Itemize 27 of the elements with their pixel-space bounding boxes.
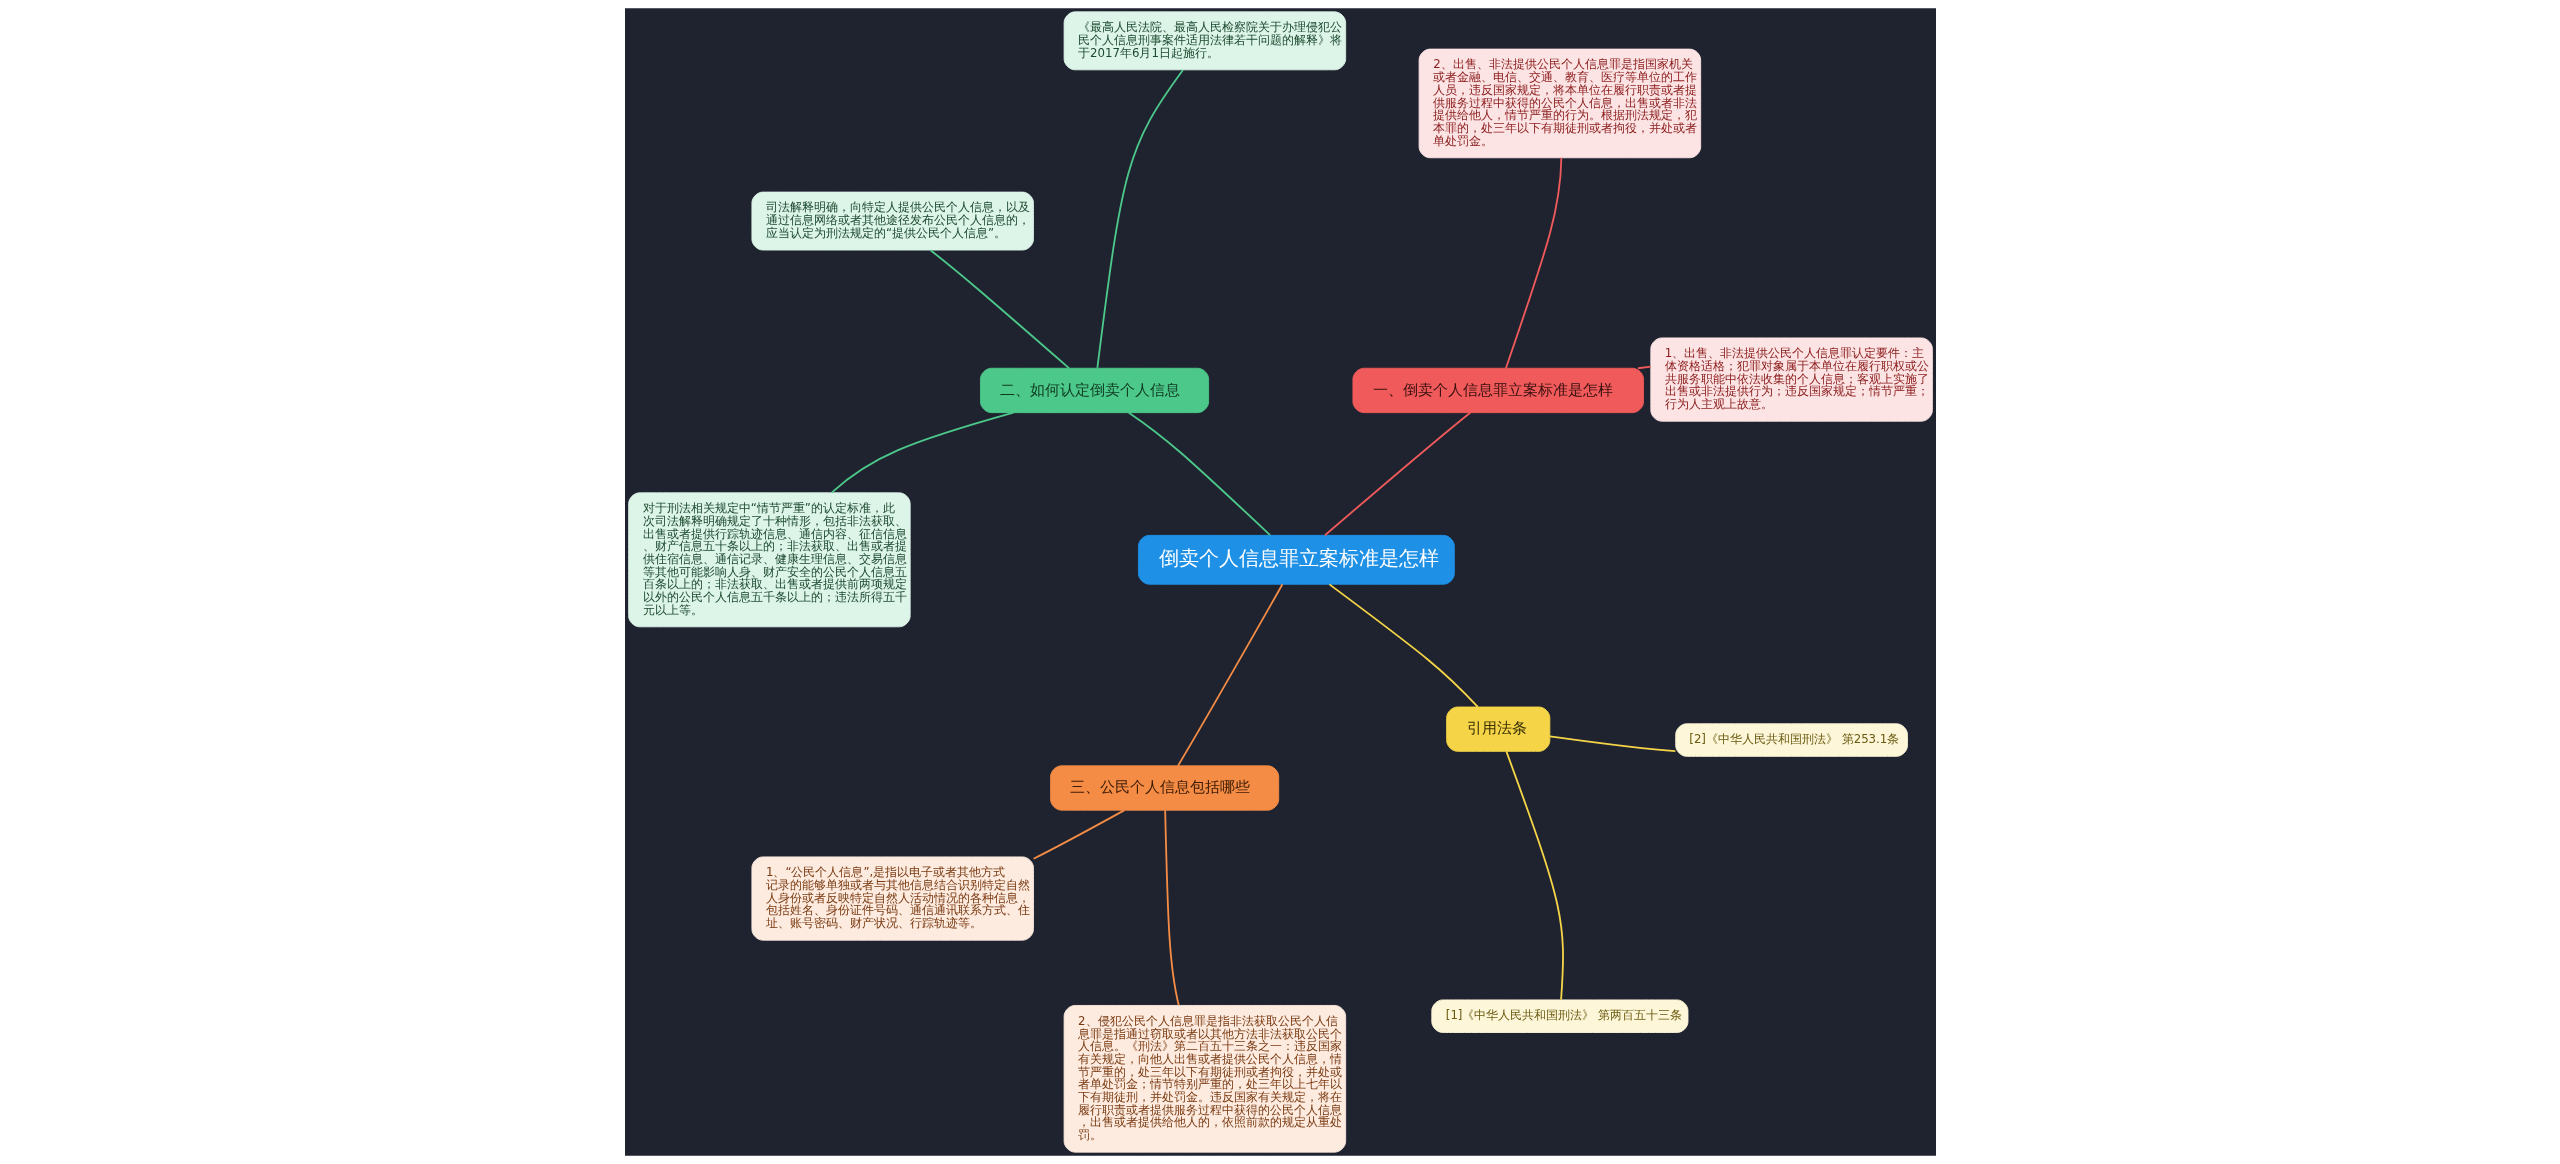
connector: [1127, 411, 1271, 536]
connector: [1504, 750, 1564, 1001]
connector: [1095, 69, 1184, 369]
node-box: 2、出售、非法提供公民个人信息罪是指国家机关或者金融、电信、交通、教育、医疗等单位的工作人员，违反国家规定，将本单位在履行职责或者提供服务过程中获得的公民个人信息，出售或者非法提供给他人，情节严重的行为。根据刑法规定，犯本罪的，处三年以下有期徒刑或者拘役，并处或者单处罚金。: [1418, 48, 1701, 159]
node-box: 1、出售、非法提供公民个人信息罪认定要件：主体资格适格；犯罪对象属于本单位在履行职权或公共服务职能中依法收集的个人信息；客观上实施了出售或非法提供行为；违反国家规定；情节严重；行为人主观上故意。: [1649, 337, 1933, 422]
connector: [1323, 411, 1471, 537]
node-box: 司法解释明确，向特定人提供公民个人信息，以及通过信息网络或者其他途径发布公民个人信息的，应当认定为刑法规定的“提供公民个人信息”。: [750, 191, 1034, 251]
node-box: 三、公民个人信息包括哪些: [1049, 765, 1279, 811]
node-box: 引用法条: [1445, 706, 1550, 752]
node-box: 2、侵犯公民个人信息罪是指非法获取公民个人信息罪是指通过窃取或者以其他方法非法获取公民个人信息。《刑法》第二百五十三条之一：违反国家有关规定，向他人出售或者提供公民个人信息，情节严重的，处三年以下有期徒刑或者拘役，并处或者单处罚金；情节特别严重的，处三年以上七年以下有期徒刑，并处罚金。违反国家有关规定，将在履行职责或者提供服务过程中获得的公民个人信息，出售或者提供给他人的，依照前款的规定从重处罚。: [1063, 1005, 1346, 1153]
connector: [1328, 583, 1479, 708]
connector: [929, 249, 1070, 370]
connector: [830, 411, 1014, 494]
connector: [1163, 809, 1180, 1007]
connector: [1032, 809, 1125, 860]
node-box: [2]《中华人民共和国刑法》 第253.1条: [1674, 723, 1908, 757]
node-box: [1]《中华人民共和国刑法》 第两百五十三条: [1430, 999, 1688, 1033]
node-box: 倒卖个人信息罪立案标准是怎样: [1137, 534, 1455, 585]
node-box: 1、“公民个人信息”,是指以电子或者其他方式记录的能够单独或者与其他信息结合识别特定自然人身份或者反映特定自然人活动情况的各种信息，包括姓名、身份证件号码、通信通讯联系方式、住址、账号密码、财产状况、行踪轨迹等。: [750, 856, 1034, 941]
node-box: 一、倒卖个人信息罪立案标准是怎样: [1351, 367, 1644, 414]
connector: [1504, 156, 1562, 370]
connector: [1548, 735, 1676, 753]
node-box: 《最高人民法院、最高人民检察院关于办理侵犯公民个人信息刑事案件适用法律若干问题的解释》将于2017年6月1日起施行。: [1063, 11, 1346, 71]
node-box: 对于刑法相关规定中“情节严重”的认定标准，此次司法解释明确规定了十种情形，包括非法获取、出售或者提供行踪轨迹信息、通信内容、征信信息、财产信息五十条以上的；非法获取、出售或者提供住宿信息、通信记录、健康生理信息、交易信息等其他可能影响人身、财产安全的公民个人信息五百条以上的；非法获取、出售或者提供前两项规定以外的公民个人信息五千条以上的；违法所得五千元以上等。: [627, 492, 911, 628]
connector: [1636, 365, 1652, 370]
connector: [1176, 583, 1283, 767]
node-box: 二、如何认定倒卖个人信息: [979, 367, 1209, 414]
